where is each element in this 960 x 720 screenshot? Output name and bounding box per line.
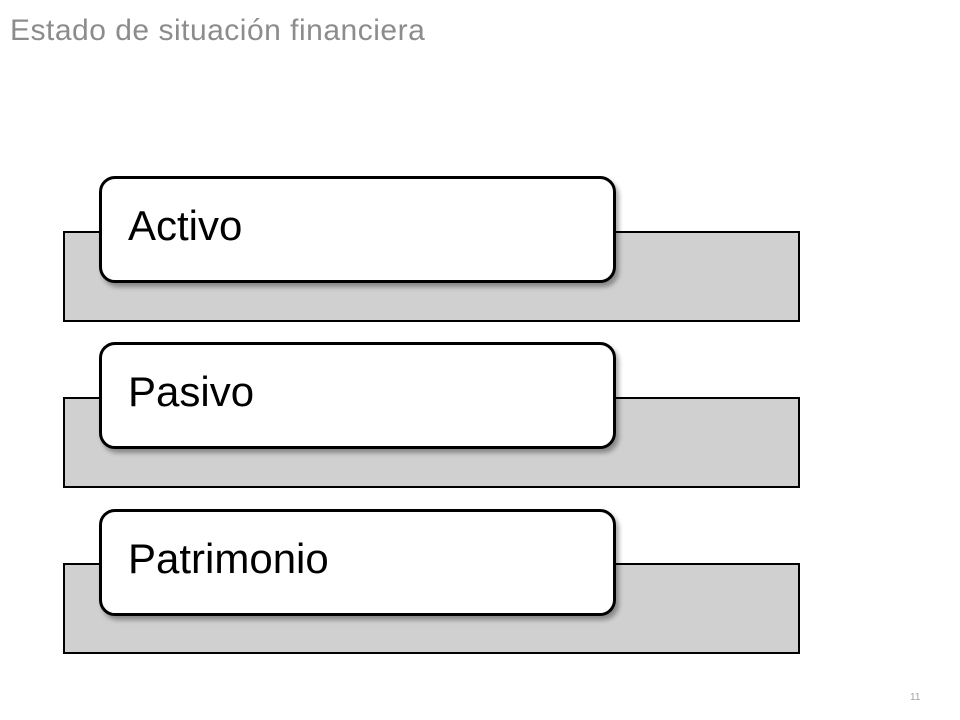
list-item: Activo xyxy=(0,0,960,322)
slide-title: Estado de situación financiera xyxy=(10,14,426,47)
item-card: Patrimonio xyxy=(99,509,616,616)
item-card: Activo xyxy=(99,176,616,283)
page-number: 11 xyxy=(910,692,921,703)
item-label: Activo xyxy=(128,201,243,249)
item-label: Patrimonio xyxy=(128,534,329,582)
list-item: Patrimonio xyxy=(0,0,960,654)
item-card: Pasivo xyxy=(99,342,616,449)
item-label: Pasivo xyxy=(128,367,255,415)
list-item: Pasivo xyxy=(0,0,960,488)
